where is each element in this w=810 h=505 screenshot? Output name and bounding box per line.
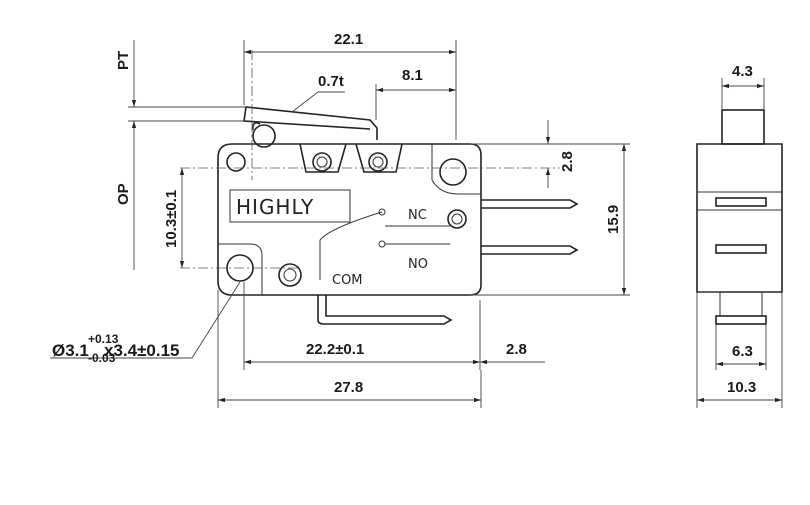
nc-label: NC: [408, 208, 427, 223]
hole-diameter: Ø3.1: [52, 341, 89, 360]
terminal-com: [317, 295, 453, 325]
dim-22-2: 22.2±0.1: [306, 341, 364, 358]
actuator-lever: [243, 106, 378, 148]
plunger: [721, 109, 765, 145]
dim-10-3-side: 10.3: [727, 379, 756, 396]
side-terminal-1: [715, 197, 767, 207]
op-label: OP: [115, 183, 132, 205]
mount-hole-top-left: [226, 152, 246, 172]
dim-2-8-top: 2.8: [559, 151, 576, 172]
terminal-nc: [481, 199, 579, 209]
hole-depth: x3.4±0.15: [104, 341, 180, 360]
dim-2-8-bottom: 2.8: [506, 341, 527, 358]
terminal-no: [481, 245, 579, 255]
side-terminal-2: [715, 244, 767, 254]
brand-box: [229, 189, 351, 223]
dim-27-8: 27.8: [334, 379, 363, 396]
dim-22-1: 22.1: [334, 31, 363, 48]
terminal-rivet: [447, 209, 467, 229]
side-terminal-3: [715, 315, 767, 325]
no-label: NO: [408, 257, 428, 272]
dim-4-3: 4.3: [732, 63, 753, 80]
hole-tol-plus: +0.13: [88, 332, 119, 346]
dim-10-3: 10.3±0.1: [163, 190, 180, 248]
front-view: HIGHLY NC NO COM: [180, 50, 579, 325]
front-dimensions: 22.1 0.7t 8.1 PT OP 10.3±0.1 2.8 15.9: [50, 31, 630, 408]
com-label: COM: [332, 273, 363, 288]
brand-label: HIGHLY: [236, 195, 314, 219]
pt-label: PT: [115, 51, 132, 70]
dim-15-9: 15.9: [605, 205, 622, 234]
rivet-2: [368, 152, 388, 172]
dim-8-1: 8.1: [402, 67, 423, 84]
side-view: 4.3 6.3 10.3: [696, 63, 783, 408]
dim-0-7t: 0.7t: [318, 73, 344, 90]
rivet-1: [312, 152, 332, 172]
dim-6-3: 6.3: [732, 343, 753, 360]
side-body: [696, 143, 783, 293]
mount-hole-top-right: [439, 158, 467, 186]
rivet-3: [278, 263, 302, 287]
hole-tol-minus: -0.03: [88, 351, 116, 365]
